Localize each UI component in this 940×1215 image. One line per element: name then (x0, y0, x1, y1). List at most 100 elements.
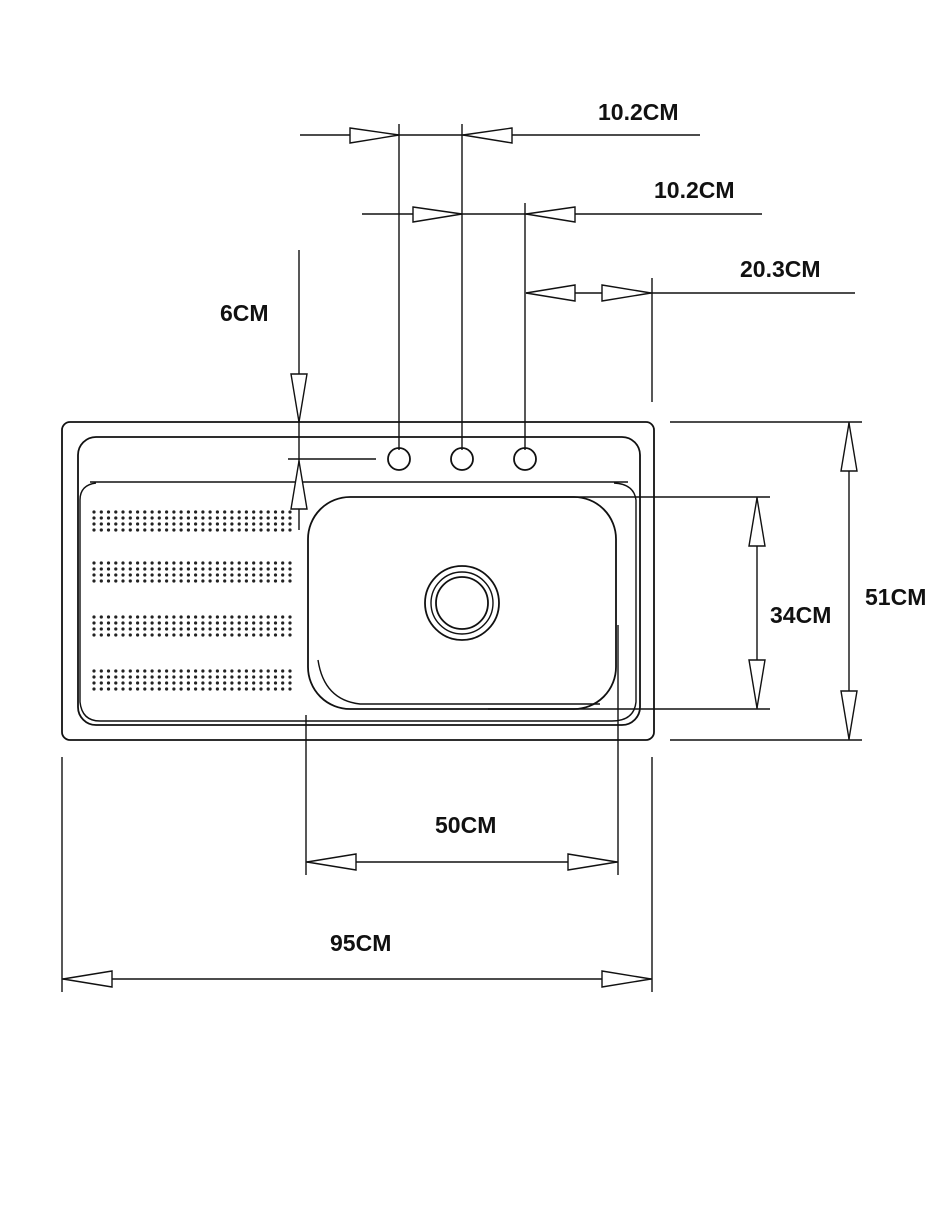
drainer-dot (223, 579, 227, 583)
drainer-dot (186, 510, 190, 514)
drainer-dot (237, 579, 241, 583)
drainer-dot (244, 675, 248, 679)
drainer-dot (208, 567, 212, 571)
drainer-dot (259, 522, 263, 526)
drainer-dot (136, 687, 140, 691)
drainer-dot (143, 528, 147, 532)
drainer-dot (114, 621, 118, 625)
drainer-dot (266, 573, 270, 577)
dimension-overall-width: 95CM (61, 757, 653, 992)
drainer-dot (259, 615, 263, 619)
drainer-dot (273, 573, 278, 577)
drainer-dot (252, 675, 256, 679)
drainer-dot (128, 528, 132, 532)
drainer-dot (157, 567, 161, 571)
drainer-dot (114, 579, 118, 583)
drainer-dot (186, 522, 190, 526)
drainer-dot (237, 522, 241, 526)
drainer-dot (215, 516, 219, 520)
drainer-dot (244, 615, 248, 619)
drainer-dot (223, 522, 227, 526)
drainer-dot (201, 567, 205, 571)
drainer-dot (99, 621, 103, 625)
drainer-dot (172, 516, 176, 520)
drainer-dot (150, 561, 154, 565)
drainer-dot (223, 627, 227, 631)
drainer-dot (121, 510, 125, 514)
drainer-dot (179, 522, 183, 526)
drainer-dot (114, 675, 118, 679)
drainer-dot (244, 516, 248, 520)
drainer-dot (273, 615, 278, 619)
drainer-dot (201, 669, 205, 673)
drainer-dot (128, 573, 132, 577)
drainer-dot (128, 615, 132, 619)
drain-middle-ring (430, 571, 494, 635)
drainer-dot (150, 633, 154, 637)
drainer-dot (186, 567, 190, 571)
drainer-dot (230, 627, 234, 631)
drainer-dot (114, 561, 118, 565)
drainer-dot (150, 579, 154, 583)
drainer-dot (99, 675, 103, 679)
drainer-dot (266, 579, 270, 583)
drainer-dot (201, 675, 205, 679)
drainer-dot (252, 573, 256, 577)
drainer-dot (288, 516, 292, 520)
drainer-dot (172, 681, 176, 685)
drainer-dot (150, 522, 154, 526)
drainer-dot (157, 573, 161, 577)
drainer-dot (244, 681, 248, 685)
drainer-dot (259, 633, 263, 637)
arrow-right (567, 853, 618, 871)
dimension-tap-spacing-2: 10.2CM (362, 177, 762, 450)
drainer-dot (281, 522, 285, 526)
drainer-dot (172, 633, 176, 637)
dimension-label-tap-spacing-1: 10.2CM (598, 99, 679, 125)
drainer-dot (186, 669, 190, 673)
drainer-dot (186, 681, 190, 685)
drainer-dot (165, 579, 169, 583)
drainer-dot (150, 567, 154, 571)
dimension-bowl-depth: 34CM (420, 496, 831, 710)
drainer-dot (157, 579, 161, 583)
arrow-right (412, 206, 463, 223)
drainer-dot (136, 621, 140, 625)
drainer-dot (194, 669, 198, 673)
drainer-dot (92, 669, 96, 673)
drainer-dot (128, 510, 132, 514)
drainer-dot (92, 573, 96, 577)
dimension-label-overall-depth: 51CM (865, 584, 926, 610)
drainer-dot (215, 675, 219, 679)
drainer-dot (172, 669, 176, 673)
drainer-dot (114, 681, 118, 685)
drainer-dot (273, 621, 278, 625)
drainer-dot (237, 573, 241, 577)
drainer-dot (136, 669, 140, 673)
drainer-dot (114, 615, 118, 619)
arrow-left (462, 127, 513, 144)
drainer-dot (128, 621, 132, 625)
drainer-dot (230, 573, 234, 577)
drainer-dot (165, 627, 169, 631)
drainer-dot (259, 687, 263, 691)
drainer-dot (208, 561, 212, 565)
drainer-dot (194, 681, 198, 685)
drainer-dot (244, 621, 248, 625)
drainer-dot (106, 561, 111, 565)
drainer-dot (121, 567, 125, 571)
drainer-dot (143, 627, 147, 631)
drainer-dot (186, 627, 190, 631)
bowl-inner-edge (317, 659, 600, 705)
drainer-dot (252, 561, 256, 565)
drainer-dot (215, 687, 219, 691)
drainer-dot (223, 573, 227, 577)
drainer-dot (230, 567, 234, 571)
drainer-dot (157, 528, 161, 532)
drainer-dot (288, 579, 292, 583)
drainer-dot (136, 615, 140, 619)
drainer-dot (266, 681, 270, 685)
drainer-dot (143, 573, 147, 577)
drainer-dot (179, 687, 183, 691)
drainer-dot (99, 627, 103, 631)
